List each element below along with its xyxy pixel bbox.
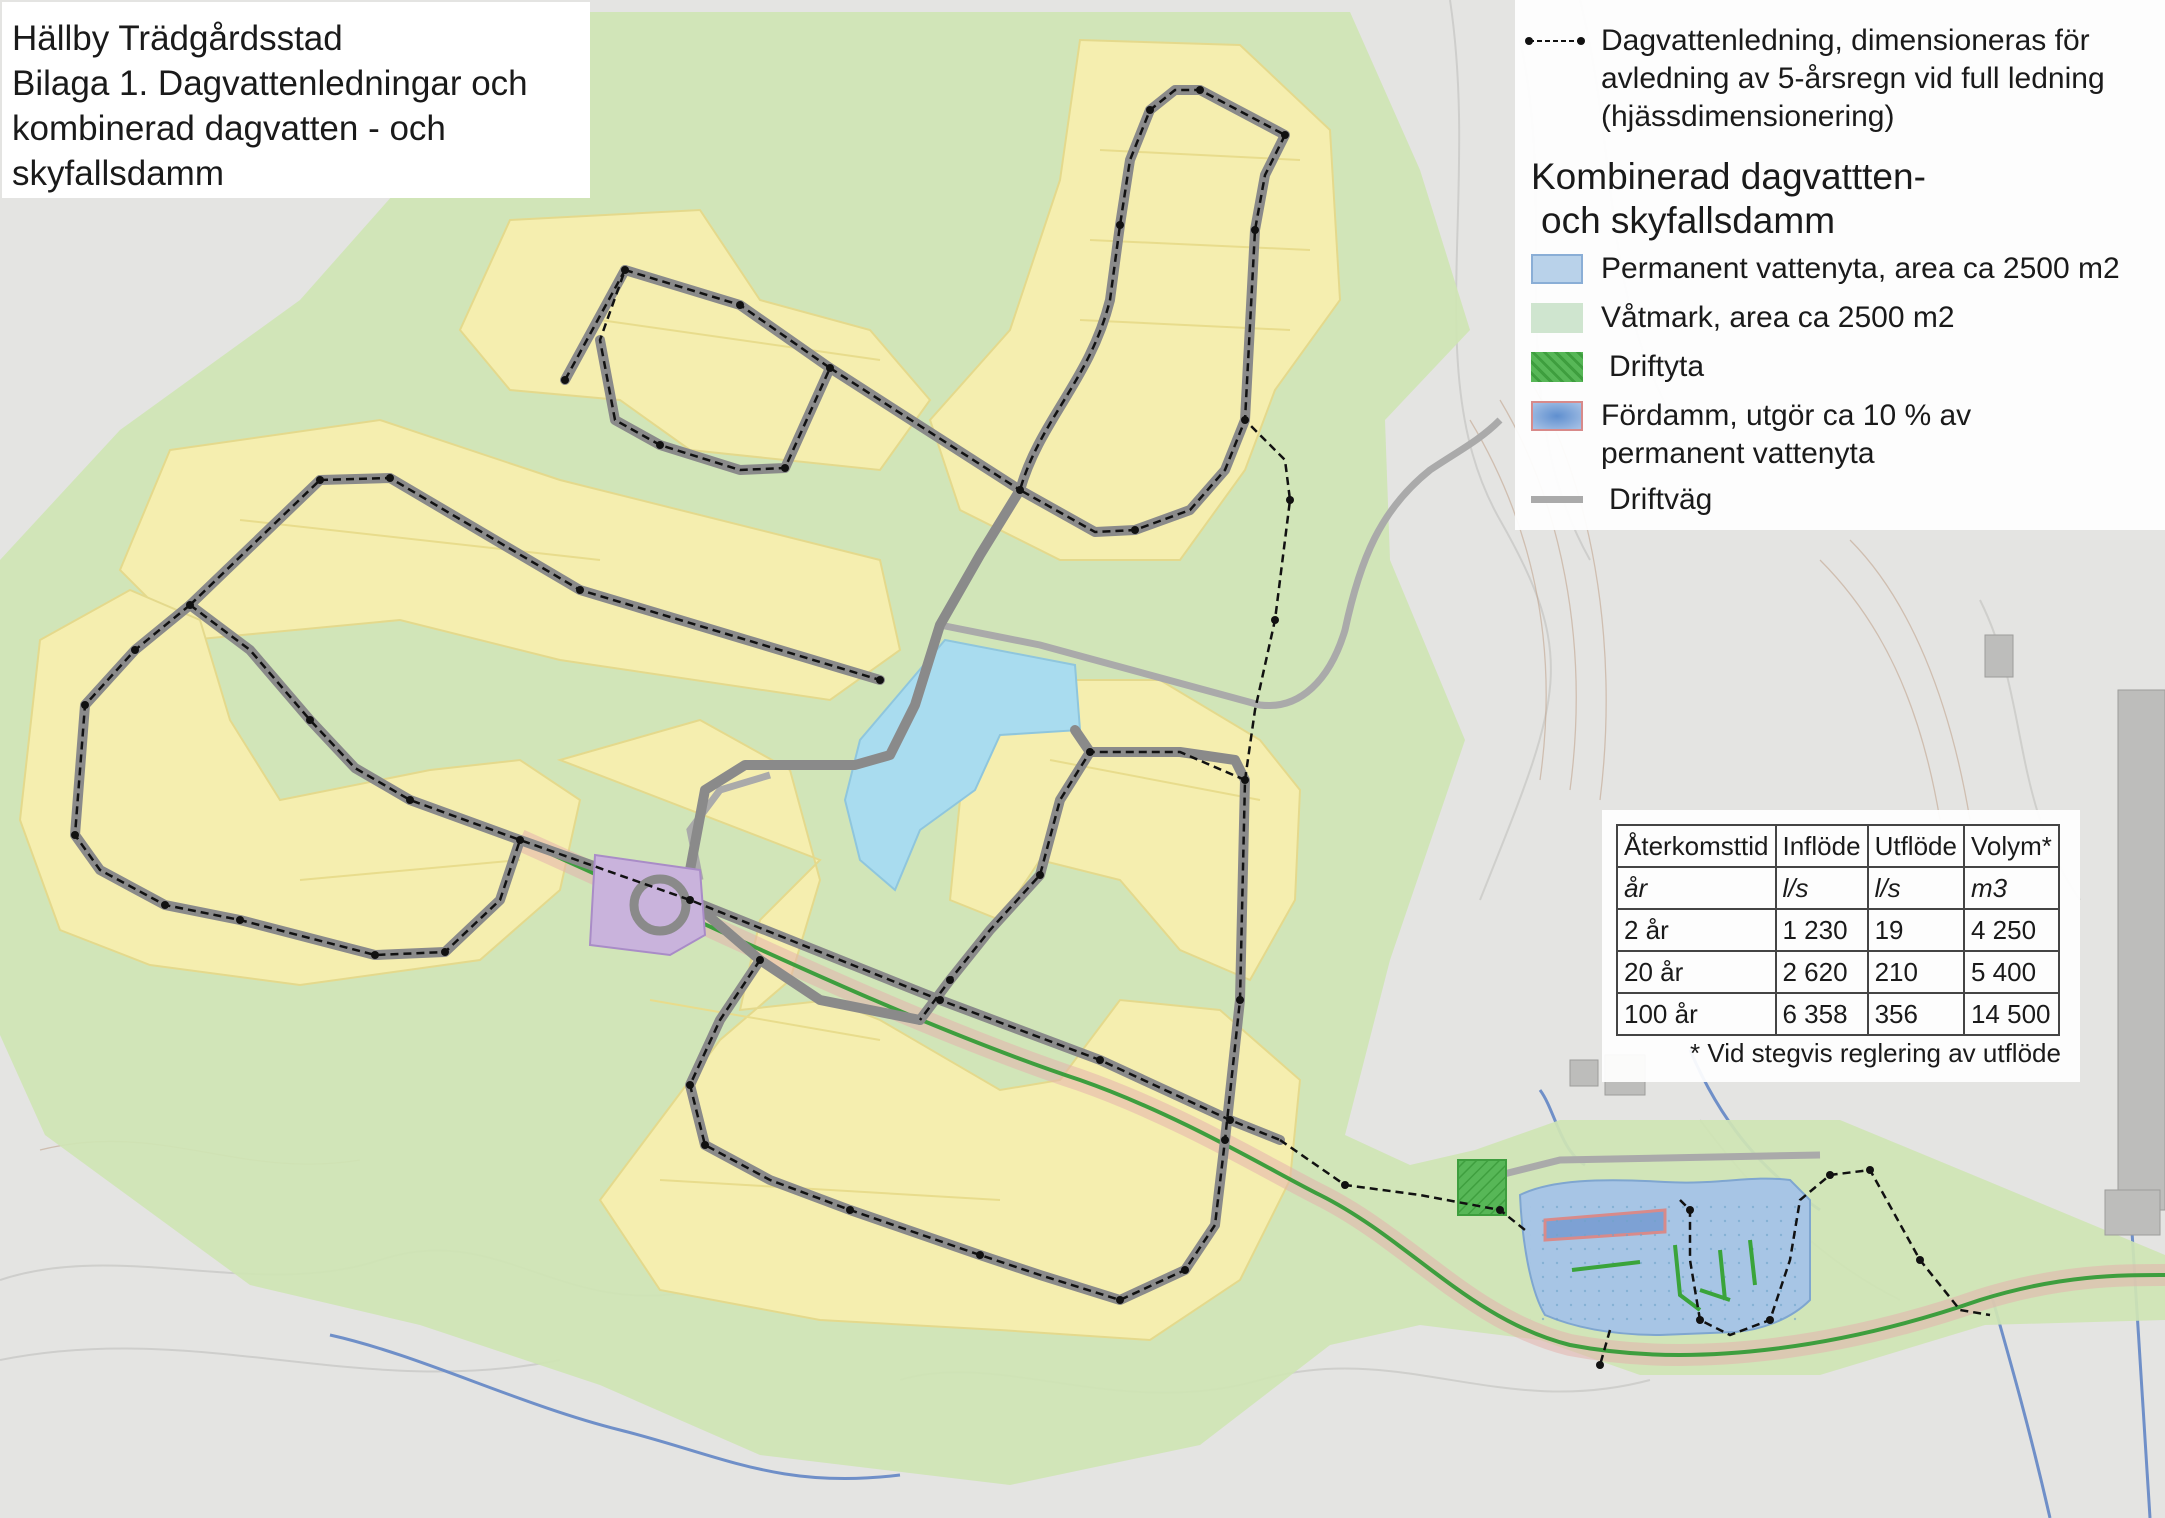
legend-item-forebay: Fördamm, utgör ca 10 % av (1601, 399, 1972, 432)
water-surface-swatch-icon (1531, 254, 1583, 284)
table-unit-cell: m3 (1962, 866, 2060, 910)
table-header-row: Återkomsttid Inflöde Utflöde Volym* (1616, 824, 2060, 868)
table-cell: 2 år (1616, 908, 1777, 952)
stormwater-pond (1518, 1177, 1811, 1337)
central-water-area (843, 638, 1082, 892)
pipe-line-icon (1525, 37, 1585, 45)
legend-item-service-road: Driftväg (1609, 483, 1713, 516)
table-cell: 6 358 (1774, 992, 1869, 1036)
table-cell: 1 230 (1774, 908, 1869, 952)
table-cell: 356 (1866, 992, 1965, 1036)
map-title-line-4: skyfallsdamm (12, 154, 224, 193)
table-units-row: år l/s l/s m3 (1616, 866, 2060, 910)
table-cell: 4 250 (1962, 908, 2060, 952)
buildings (1569, 634, 2165, 1236)
table-footnote: * Vid stegvis reglering av utflöde (1690, 1038, 2061, 1068)
flow-table-box: Återkomsttid Inflöde Utflöde Volym* år l… (1602, 810, 2080, 1082)
table-header-cell: Volym* (1962, 824, 2060, 868)
table-row: 2 år 1 230 19 4 250 (1616, 908, 2060, 952)
legend-item-wetland: Våtmark, area ca 2500 m2 (1601, 301, 1955, 334)
map-title-line-3: kombinerad dagvatten - och (12, 109, 446, 148)
operation-area-swatch-icon (1531, 352, 1583, 382)
table-cell: 210 (1866, 950, 1965, 994)
table-cell: 20 år (1616, 950, 1777, 994)
pond-legend-heading-1: Kombinerad dagvattten- (1531, 156, 1926, 197)
table-unit-cell: l/s (1866, 866, 1965, 910)
table-unit-cell: år (1616, 866, 1777, 910)
pipe-legend-line-3: (hjässdimensionering) (1601, 100, 1895, 133)
pipe-legend-line-2: avledning av 5-årsregn vid full ledning (1601, 62, 2105, 95)
table-cell: 14 500 (1962, 992, 2060, 1036)
legend-item-operation-area: Driftyta (1609, 350, 1705, 383)
table-unit-cell: l/s (1774, 866, 1869, 910)
plot-dividers (239, 149, 1311, 1201)
table-cell: 19 (1866, 908, 1965, 952)
table-row: 20 år 2 620 210 5 400 (1616, 950, 2060, 994)
table-header-cell: Utflöde (1866, 824, 1965, 868)
flow-table: Återkomsttid Inflöde Utflöde Volym* år l… (1616, 824, 2060, 1036)
map-title-box: Hällby Trädgårdsstad Bilaga 1. Dagvatten… (2, 2, 590, 198)
forebay-swatch-icon (1531, 401, 1583, 431)
stormwater-pipes (73, 88, 1991, 1366)
table-cell: 100 år (1616, 992, 1777, 1036)
pond-dots (1530, 1195, 1800, 1325)
roundabout (588, 853, 707, 957)
drift-area-square (1457, 1159, 1507, 1216)
wetland-swatch-icon (1531, 303, 1583, 333)
map-title-line-2: Bilaga 1. Dagvattenledningar och (12, 64, 528, 103)
railway-corridor (515, 829, 2165, 1366)
table-header-cell: Inflöde (1774, 824, 1869, 868)
table-row: 100 år 6 358 356 14 500 (1616, 992, 2060, 1036)
map-legend: Dagvattenledning, dimensioneras för avle… (1515, 0, 2165, 530)
table-header-cell: Återkomsttid (1616, 824, 1777, 868)
table-cell: 2 620 (1774, 950, 1869, 994)
service-road-line-icon (1531, 496, 1583, 503)
pipe-legend-line-1: Dagvattenledning, dimensioneras för (1601, 24, 2090, 57)
pipe-manholes (71, 86, 1924, 1369)
pond-legend-heading-2: och skyfallsdamm (1541, 200, 1836, 241)
map-title-line-1: Hällby Trädgårdsstad (12, 19, 343, 58)
legend-item-water-surface: Permanent vattenyta, area ca 2500 m2 (1601, 252, 2120, 285)
table-cell: 5 400 (1962, 950, 2060, 994)
legend-item-forebay-cont: permanent vattenyta (1601, 437, 1875, 470)
